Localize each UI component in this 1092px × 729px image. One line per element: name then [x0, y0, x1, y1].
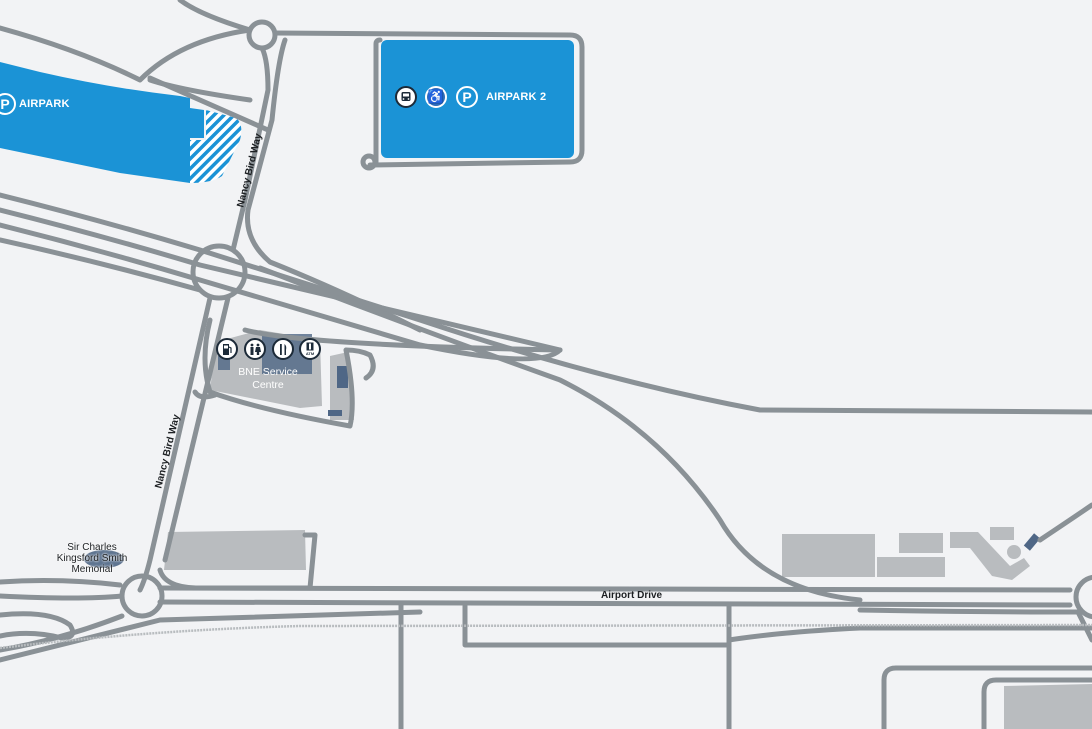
kingsford-smith-memorial-label[interactable]: Sir Charles Kingsford Smith Memorial — [46, 542, 138, 575]
parking-icon: P — [0, 93, 16, 115]
svg-text:ATM: ATM — [306, 351, 315, 356]
airpark-hatched-area — [190, 110, 242, 183]
airpark-label[interactable]: AIRPARK — [19, 98, 70, 110]
bne-service-centre-label[interactable]: BNE Service Centre — [230, 366, 306, 392]
parking-icon: P — [456, 86, 478, 108]
atm-icon: ATM — [299, 338, 321, 360]
railway-line — [0, 623, 1092, 650]
memorial-line3: Memorial — [71, 564, 113, 575]
fuel-icon — [216, 338, 238, 360]
airport-drive-label: Airport Drive — [601, 590, 663, 601]
food-icon — [272, 338, 294, 360]
airpark-carpark-area — [0, 62, 204, 183]
memorial-line2: Kingsford Smith — [56, 553, 128, 564]
toilets-icon — [244, 338, 266, 360]
service-centre-name-line1: BNE Service — [238, 366, 298, 378]
wheelchair-icon: ♿ — [425, 86, 447, 108]
airpark-2-label[interactable]: AIRPARK 2 — [486, 91, 547, 103]
bus-icon — [395, 86, 417, 108]
service-centre-name-line2: Centre — [252, 379, 284, 391]
memorial-line1: Sir Charles — [67, 542, 117, 553]
